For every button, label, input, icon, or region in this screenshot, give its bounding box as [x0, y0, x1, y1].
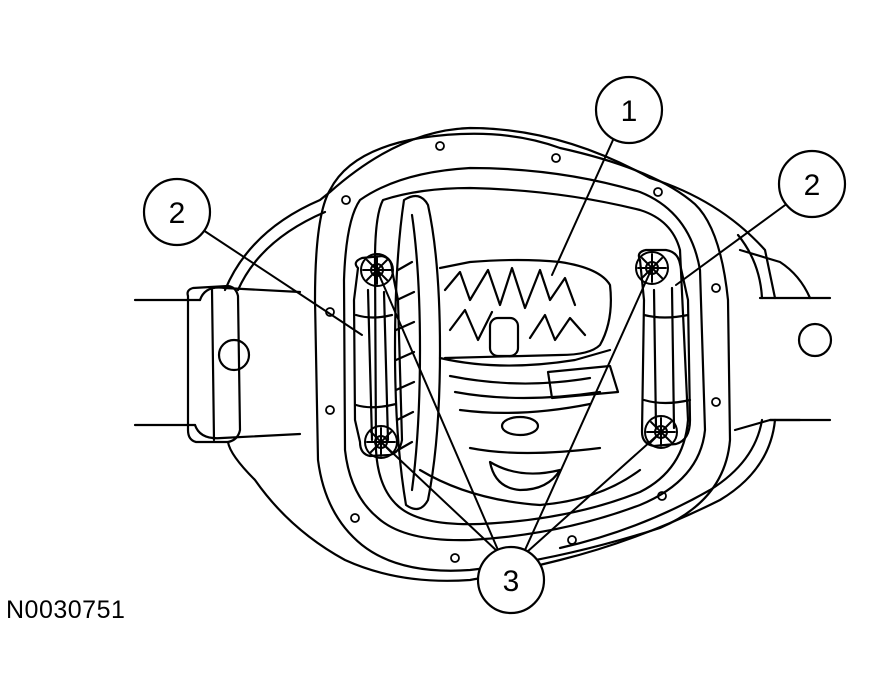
right-housing-arm — [733, 248, 812, 432]
callout-1-circle — [594, 75, 664, 145]
pinion-area — [418, 364, 642, 507]
housing-cavity — [373, 186, 690, 526]
right-vent-hole — [797, 322, 833, 358]
callout-3-label: 3 — [503, 565, 520, 598]
differential-case — [438, 258, 612, 400]
callout-3-circle — [476, 545, 546, 615]
leader-2-right — [675, 199, 793, 286]
callout-2-left-label: 2 — [169, 197, 186, 230]
cover-flange-inner — [342, 166, 707, 542]
figure-id: N0030751 — [6, 596, 126, 624]
callout-2-left-circle — [142, 177, 212, 247]
left-axle-flange — [186, 284, 251, 444]
left-bearing-cap — [352, 254, 404, 458]
leader-1 — [551, 139, 614, 276]
right-bearing-cap — [637, 248, 692, 448]
outer-housing — [223, 126, 777, 582]
cover-flange-outer — [313, 132, 732, 572]
callout-2-right-label: 2 — [804, 169, 821, 202]
callout-2-right-circle — [777, 149, 847, 219]
leader-3-b — [380, 441, 499, 553]
leader-2-left — [199, 227, 363, 336]
leader-3-d — [526, 431, 662, 553]
left-axle-tube — [133, 286, 302, 440]
leader-3-c — [524, 267, 653, 551]
right-axle-tube — [758, 296, 832, 422]
leader-lines — [199, 139, 793, 553]
ring-gear — [393, 194, 442, 511]
outer-housing-inner-edge — [236, 210, 764, 550]
callout-1-label: 1 — [621, 95, 638, 128]
leader-3-a — [376, 269, 499, 551]
